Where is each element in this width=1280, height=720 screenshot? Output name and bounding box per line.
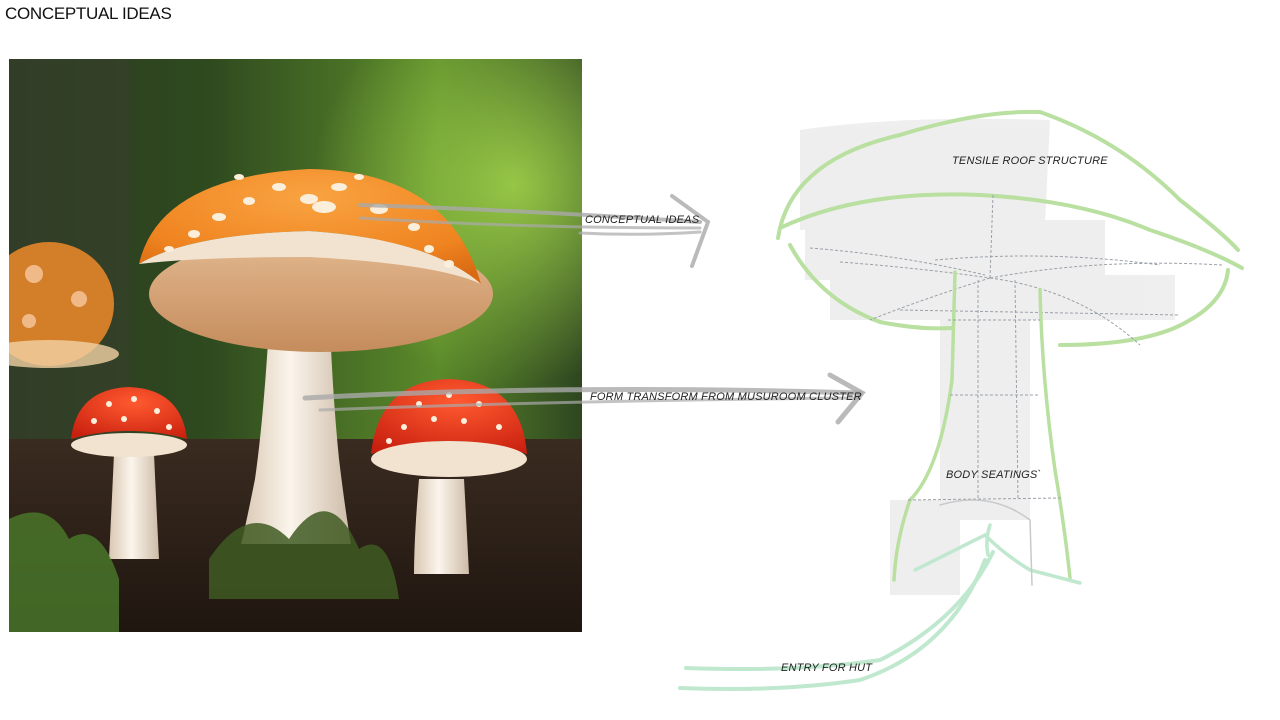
roof-label: TENSILE ROOF STRUCTURE — [952, 155, 1108, 167]
gills-sketch — [809, 194, 1223, 346]
roof-outline — [776, 109, 1244, 347]
mushroom-photo-icon — [9, 59, 582, 632]
body-outline — [892, 270, 1072, 582]
seating-label: BODY SEATINGS` — [946, 469, 1042, 481]
body-pencil — [907, 279, 1063, 501]
page-title: CONCEPTUAL IDEAS — [5, 4, 172, 23]
concept-label: CONCEPTUAL IDEAS — [585, 214, 700, 226]
transform-label: FORM TRANSFORM FROM MUSUROOM CLUSTER — [590, 391, 862, 403]
entry-doorway — [913, 499, 1082, 586]
mushroom-photo — [9, 59, 582, 632]
entry-label: ENTRY FOR HUT — [781, 662, 873, 674]
sketch-shading — [800, 118, 1175, 595]
